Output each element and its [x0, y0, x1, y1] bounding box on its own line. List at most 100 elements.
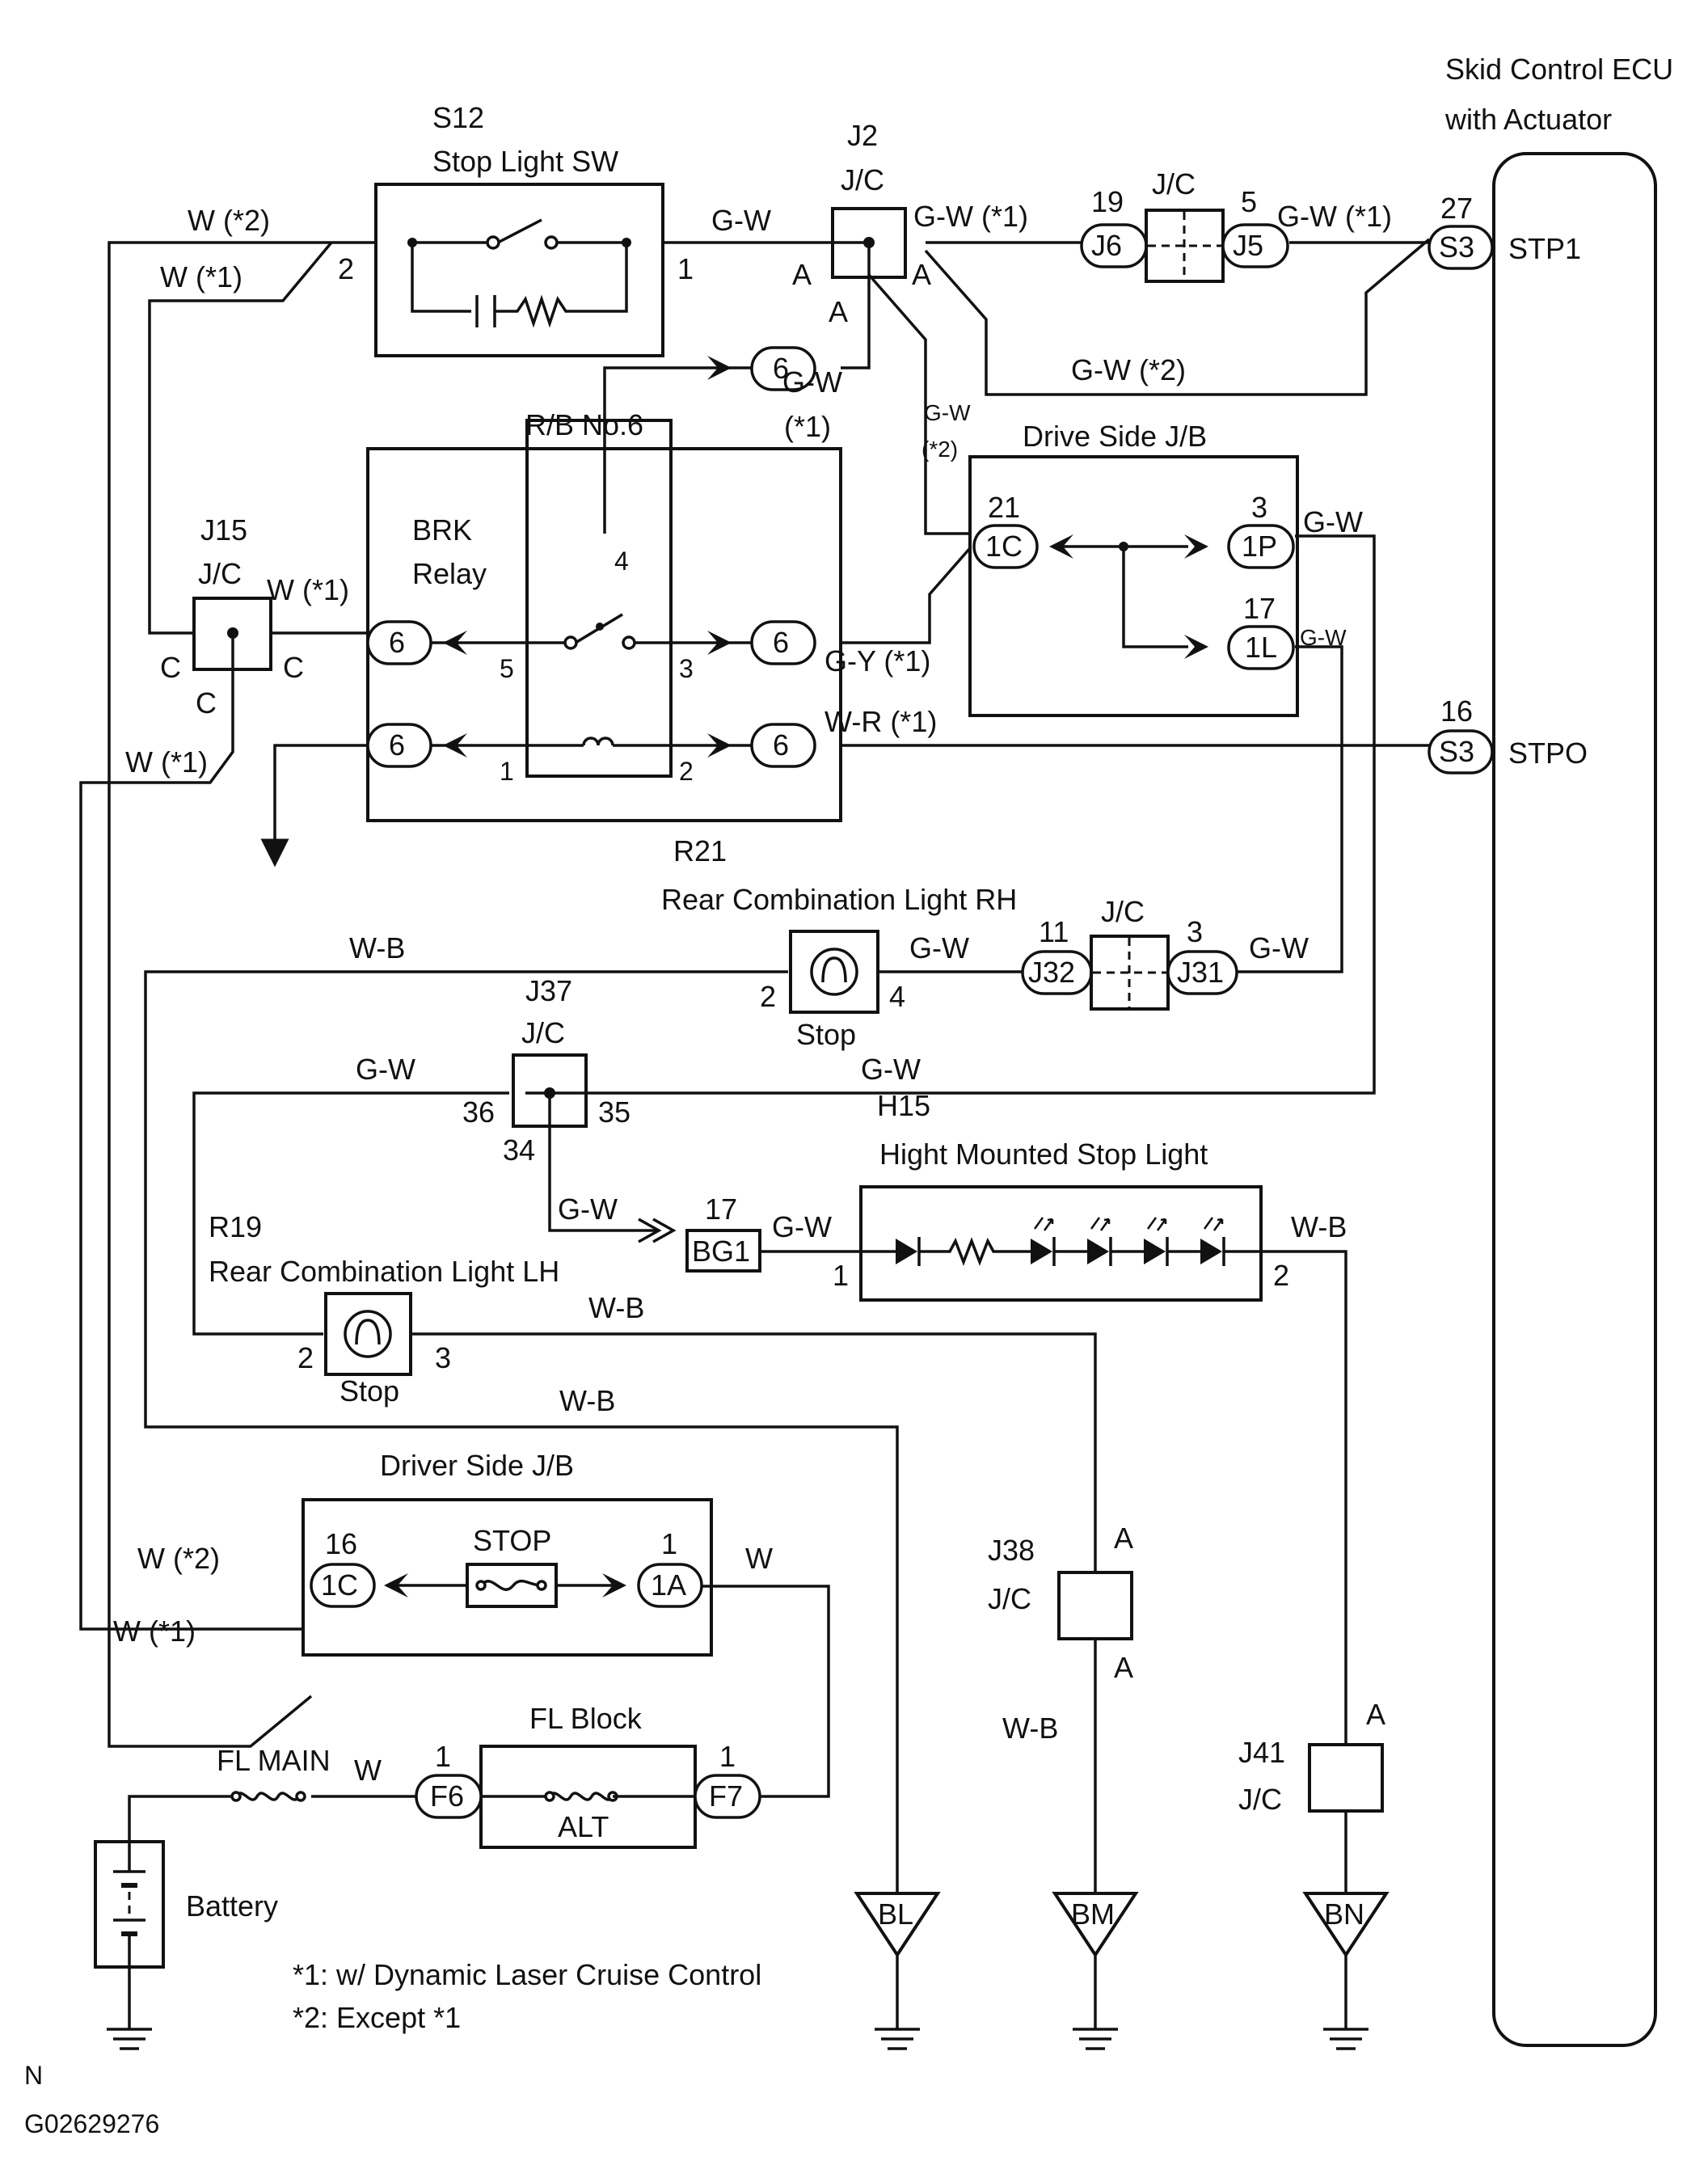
r21-name: Rear Combination Light RH — [661, 883, 1017, 916]
fl-block: FL Block F6 1 F7 1 ALT — [415, 1702, 761, 1849]
j37-pin-36: 36 — [462, 1095, 495, 1129]
driver-jb-pin-1: 1 — [661, 1527, 677, 1560]
relay-box — [525, 419, 673, 778]
wire-wb-rh-bl — [144, 970, 899, 1893]
relay-line1: BRK — [412, 513, 472, 547]
j6-label: J6 — [1091, 229, 1122, 262]
r19-pin-2: 2 — [297, 1341, 314, 1374]
driver-jb-pin-16: 16 — [325, 1527, 357, 1560]
j38-a-bottom: A — [1114, 1651, 1133, 1684]
fl-main-label: FL MAIN — [217, 1744, 331, 1777]
rb6-pin-6-top-right — [750, 346, 816, 391]
stop-sw-box — [374, 183, 664, 357]
jc-j6-j5: J6 19 J/C J5 5 — [1080, 167, 1289, 283]
fl-f7-label: F7 — [709, 1779, 743, 1813]
wire-label: (*2) — [921, 437, 958, 462]
r19-pin-3: 3 — [435, 1341, 451, 1374]
battery-label: Battery — [186, 1889, 278, 1923]
r19-stop: Stop — [339, 1374, 399, 1408]
j15-c-bottom: C — [196, 686, 217, 720]
fl-main-fuse: FL MAIN W — [217, 1744, 382, 1802]
j15-c-right: C — [283, 651, 304, 684]
wire-label: W-B — [1291, 1210, 1347, 1243]
driver-jb-box — [302, 1498, 713, 1657]
bg1-pin: 17 — [705, 1192, 737, 1226]
wire-label: G-W — [711, 204, 771, 237]
ecu-title-line2: with Actuator — [1444, 103, 1612, 136]
j32-label: J32 — [1028, 956, 1075, 989]
j2-a-right: A — [912, 258, 931, 291]
ecu-pin-16: 16 — [1440, 694, 1473, 728]
wire-gw-j37-lh — [192, 1091, 509, 1336]
j38-id: J38 — [988, 1534, 1035, 1567]
ecu-connector-s3-stpo — [1428, 729, 1494, 775]
j2-junction: J2 J/C A A A — [792, 119, 931, 328]
wire-label: G-W — [909, 931, 969, 964]
footer-n: N — [24, 2061, 43, 2090]
wire-label: G-W — [861, 1053, 921, 1086]
rb6-pin-label: 6 — [773, 352, 789, 385]
drive-jb-pin-21: 21 — [988, 491, 1020, 524]
drive-side-jb: Drive Side J/B 1C 21 1P 3 1L 17 — [968, 420, 1299, 717]
rb6-pin-label: 6 — [389, 626, 405, 659]
j5-label: J5 — [1233, 229, 1263, 262]
wire-label: G-W — [558, 1192, 618, 1226]
stop-sw-pin-1: 1 — [677, 252, 694, 285]
j2-id: J2 — [847, 119, 878, 152]
wire-label: G-W (*1) — [1277, 200, 1392, 233]
wire-label: G-W — [1303, 505, 1363, 538]
wire-label: W (*1) — [267, 573, 349, 606]
bg1-label: BG1 — [692, 1235, 750, 1268]
rb6-connectors: 6 6 6 6 6 — [366, 346, 816, 768]
wire-label: W-B — [1002, 1712, 1058, 1745]
drive-jb-1p — [1227, 524, 1295, 569]
ground-bm: BM — [1052, 1892, 1139, 2050]
j41-a-top: A — [1366, 1698, 1385, 1731]
wire-gw-star2-drive — [867, 273, 970, 535]
h15-pin-2: 2 — [1273, 1259, 1289, 1292]
relay-pin-3: 3 — [679, 654, 694, 683]
rb6-pin-6-mid-right — [750, 620, 816, 665]
r19-box — [324, 1292, 412, 1376]
wire-label: W-B — [588, 1291, 644, 1324]
driver-side-jb: Driver Side J/B 1C 16 STOP 1A 1 — [302, 1449, 713, 1657]
bg1-box — [685, 1229, 761, 1273]
wire-rb-out-arrow — [260, 744, 368, 867]
stop-fuse-label: STOP — [473, 1524, 551, 1557]
r21-pin-4: 4 — [889, 980, 905, 1013]
j31-connector — [1166, 950, 1238, 995]
j41-name: J/C — [1238, 1783, 1282, 1816]
ground-bm-label: BM — [1071, 1897, 1115, 1931]
j37-name: J/C — [521, 1016, 565, 1049]
relay-block-6: R/B No.6 BRK Relay — [366, 408, 842, 822]
driver-jb-1a — [637, 1563, 703, 1608]
j37-id: J37 — [525, 974, 572, 1007]
relay-line2: Relay — [412, 557, 487, 590]
note-2: *2: Except *1 — [293, 2001, 461, 2034]
stop-fuse-icon — [479, 1579, 542, 1591]
bg1-connector: BG1 17 — [638, 1192, 761, 1273]
j15-name: J/C — [198, 557, 242, 590]
relay-pin-1: 1 — [500, 757, 514, 786]
rb6-pin-6-bot-right — [750, 723, 816, 768]
ground-bn: BN — [1302, 1892, 1390, 2050]
fl-main-fuse-icon — [234, 1792, 301, 1801]
j41-box — [1308, 1743, 1384, 1813]
j5-connector — [1221, 223, 1289, 268]
jc-upper-name: J/C — [1152, 167, 1196, 200]
ecu-title-line1: Skid Control ECU — [1445, 53, 1673, 86]
rb6-pin-label: 6 — [389, 728, 405, 762]
r21-stop: Stop — [796, 1018, 856, 1051]
j31-pin: 3 — [1187, 915, 1203, 948]
ground-bl-label: BL — [878, 1897, 913, 1931]
wire-gy-relay-1c — [841, 547, 972, 644]
rb6-pin-label: 6 — [773, 728, 789, 762]
fl-f6-label: F6 — [430, 1779, 464, 1813]
wire-label: W-B — [349, 931, 405, 964]
fl-f6-pin: 1 — [435, 1740, 451, 1773]
h15-pin-1: 1 — [833, 1259, 849, 1292]
wire-label: G-Y (*1) — [824, 644, 930, 677]
j15-box — [192, 597, 272, 671]
ecu-pin-27: 27 — [1440, 192, 1473, 225]
